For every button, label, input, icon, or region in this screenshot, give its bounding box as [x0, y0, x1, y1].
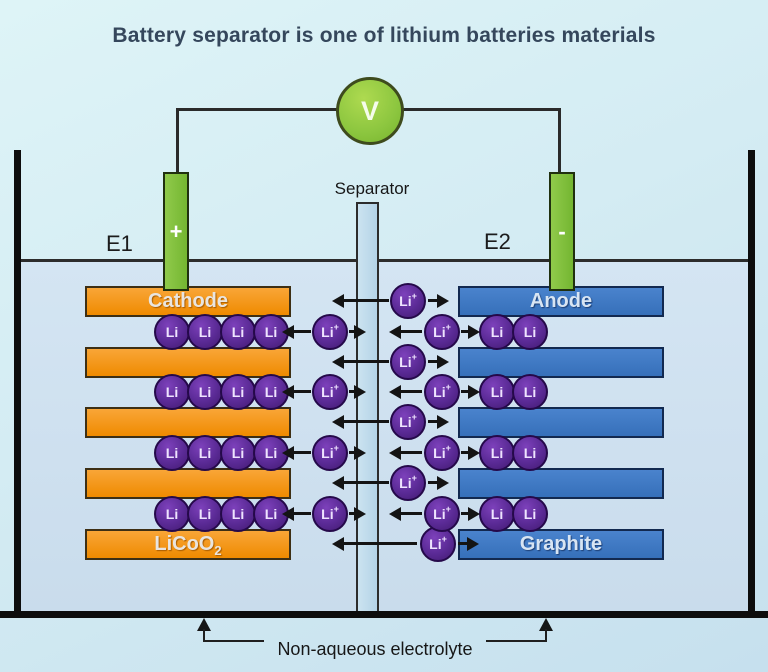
cathode-layer-material: LiCoO2 [85, 529, 291, 560]
li-plus-ion: Li+ [390, 465, 426, 501]
li-ion: Li [187, 496, 223, 532]
li-ion: Li [220, 314, 256, 350]
callout-line [203, 629, 205, 642]
electrode-positive: + [163, 172, 189, 291]
callout-line [204, 640, 264, 642]
minus-sign: - [558, 218, 566, 244]
arrow-left [293, 512, 311, 515]
tank-bottom [0, 611, 768, 618]
li-plus-ion: Li+ [424, 374, 460, 410]
voltmeter-label: V [360, 95, 379, 126]
cathode-label: Cathode [148, 290, 228, 312]
li-plus-ion: Li+ [312, 435, 348, 471]
li-ion: Li [154, 496, 190, 532]
li-ion: Li [220, 374, 256, 410]
cathode-layer [85, 468, 291, 499]
arrow-right [349, 390, 355, 393]
li-ion: Li [154, 314, 190, 350]
li-plus-ion: Li+ [312, 496, 348, 532]
anode-layer-material: Graphite [458, 529, 664, 560]
callout-arrow-right [539, 618, 553, 631]
arrow-right [349, 512, 355, 515]
arrow-left [400, 330, 422, 333]
arrow-right [349, 330, 355, 333]
li-ion: Li [154, 435, 190, 471]
anode-material-label: Graphite [519, 533, 603, 555]
li-ion: Li [479, 496, 515, 532]
electrolyte-label: Non-aqueous electrolyte [277, 639, 473, 659]
circuit-wire-left [176, 108, 179, 174]
arrow-left [293, 451, 311, 454]
arrow-right [461, 512, 469, 515]
li-plus-ion: Li+ [424, 496, 460, 532]
li-ion: Li [220, 496, 256, 532]
arrow-right [428, 299, 438, 302]
arrow-right [428, 420, 438, 423]
anode-layer [458, 347, 664, 378]
li-plus-ion: Li+ [420, 526, 456, 562]
arrow-right [461, 390, 469, 393]
arrow-left [293, 390, 311, 393]
li-plus-ion: Li+ [424, 435, 460, 471]
tank-wall-left [14, 150, 21, 618]
arrow-left [293, 330, 311, 333]
callout-line [545, 629, 547, 642]
li-ion: Li [512, 496, 548, 532]
li-ion: Li [479, 314, 515, 350]
anode-layer [458, 468, 664, 499]
li-ion: Li [187, 374, 223, 410]
li-ion: Li [187, 435, 223, 471]
terminal-label-e2: E2 [484, 229, 511, 254]
arrow-through-separator [343, 299, 389, 302]
liquid-level-line [21, 259, 748, 262]
li-ion: Li [253, 435, 289, 471]
li-ion: Li [479, 374, 515, 410]
arrow-right [428, 481, 438, 484]
arrow-through-separator [343, 542, 417, 545]
arrow-right [428, 360, 438, 363]
li-plus-ion: Li+ [390, 404, 426, 440]
li-plus-ion: Li+ [424, 314, 460, 350]
li-ion: Li [479, 435, 515, 471]
terminal-label-e1: E1 [106, 231, 133, 256]
arrow-right [461, 451, 469, 454]
callout-line [486, 640, 546, 642]
plus-sign: + [169, 218, 183, 244]
li-ion: Li [187, 314, 223, 350]
cathode-material-label: LiCoO2 [154, 532, 222, 558]
arrow-left [400, 451, 422, 454]
voltmeter: V [336, 77, 404, 145]
separator-label: Separator [334, 179, 410, 198]
electrode-negative: - [549, 172, 575, 291]
li-ion: Li [512, 374, 548, 410]
li-ion: Li [512, 435, 548, 471]
cathode-layer [85, 407, 291, 438]
arrow-left [400, 512, 422, 515]
li-ion: Li [512, 314, 548, 350]
arrow-right [461, 330, 469, 333]
li-plus-ion: Li+ [312, 374, 348, 410]
tank-wall-right [748, 150, 755, 618]
li-plus-ion: Li+ [390, 283, 426, 319]
cathode-layer [85, 347, 291, 378]
anode-layer [458, 407, 664, 438]
arrow-right [349, 451, 355, 454]
li-ion: Li [253, 496, 289, 532]
arrow-right [458, 542, 468, 545]
arrow-through-separator [343, 481, 389, 484]
li-plus-ion: Li+ [312, 314, 348, 350]
li-plus-ion: Li+ [390, 344, 426, 380]
arrow-through-separator [343, 360, 389, 363]
callout-arrow-left [197, 618, 211, 631]
arrow-through-separator [343, 420, 389, 423]
li-ion: Li [220, 435, 256, 471]
arrow-left [400, 390, 422, 393]
separator-bar [356, 202, 379, 614]
circuit-wire-right [558, 108, 561, 174]
li-ion: Li [154, 374, 190, 410]
page-title: Battery separator is one of lithium batt… [112, 24, 656, 47]
anode-label: Anode [529, 290, 593, 312]
